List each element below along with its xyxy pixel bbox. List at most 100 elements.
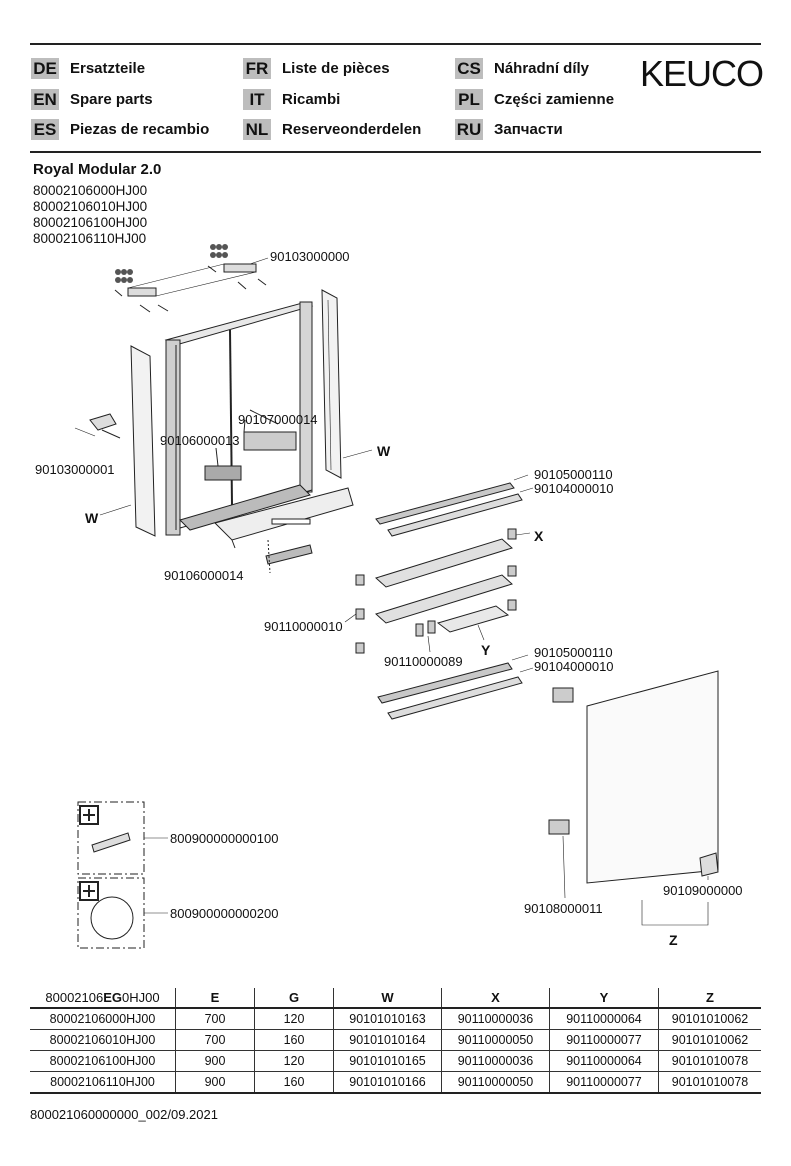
table-cell: 80002106010HJ00 [30, 1029, 176, 1051]
table-cell: 90101010062 [658, 1008, 761, 1030]
lang-label: Spare parts [70, 90, 153, 108]
electronics-module [204, 409, 297, 481]
lang-label: Náhradní díly [494, 59, 590, 77]
part-label: 90103000000 [270, 249, 350, 264]
table-header: G [254, 988, 334, 1009]
table-header: E [175, 988, 255, 1009]
lang-label: Запчасти [494, 120, 563, 138]
table-cell: 90110000036 [441, 1050, 550, 1072]
product-title: Royal Modular 2.0 [33, 161, 162, 178]
table-header: Y [549, 988, 659, 1009]
lang-de: DE Ersatzteile [31, 57, 145, 79]
part-label: 90104000010 [534, 659, 614, 674]
table-cell: 90110000077 [549, 1029, 659, 1051]
exploded-view-drawing [74, 244, 719, 949]
variant-number: 80002106110HJ00 [33, 231, 147, 246]
table-row: 80002106100HJ00 900 120 90101010165 9011… [30, 1050, 761, 1072]
lang-fr: FR Liste de pièces [243, 57, 390, 79]
table-header: X [441, 988, 550, 1009]
lang-cs: CS Náhradní díly [455, 57, 589, 79]
table-cell: 90110000050 [441, 1029, 550, 1051]
header-bottom-rule [30, 151, 761, 153]
light-bar [265, 539, 313, 574]
lang-label: Ricambi [282, 90, 341, 108]
table-cell: 120 [254, 1008, 334, 1030]
cabinet-body [164, 301, 354, 549]
table-header: W [333, 988, 442, 1009]
lang-code: IT [243, 88, 271, 110]
lang-ru: RU Запчасти [455, 118, 563, 140]
lang-code: PL [455, 88, 483, 110]
table-row: 80002106000HJ00 700 120 90101010163 9011… [30, 1008, 761, 1030]
table-row: 80002106110HJ00 900 160 90101010166 9011… [30, 1071, 761, 1094]
part-label: W [85, 510, 99, 526]
top-rule [30, 43, 761, 45]
side-panel-right [321, 289, 373, 479]
lang-code: FR [243, 57, 271, 79]
table-cell: 900 [175, 1050, 255, 1072]
lang-label: Części zamienne [494, 90, 615, 108]
table-cell: 90101010078 [658, 1050, 761, 1072]
variant-number: 80002106100HJ00 [33, 215, 148, 230]
part-label: 90105000110 [534, 467, 613, 482]
table-cell: 700 [175, 1008, 255, 1030]
part-label: X [534, 528, 544, 544]
lang-code: DE [31, 57, 59, 79]
table-cell: 160 [254, 1071, 334, 1094]
part-label: Z [669, 932, 678, 948]
lang-es: ES Piezas de recambio [31, 118, 209, 140]
table-cell: 80002106110HJ00 [30, 1071, 176, 1094]
part-label: 90110000089 [384, 654, 463, 669]
table-cell: 90101010062 [658, 1029, 761, 1051]
lang-label: Reserveonderdelen [282, 120, 422, 138]
part-label: 90109000000 [663, 883, 743, 898]
left-bracket [74, 413, 121, 439]
table-cell: 90101010164 [333, 1029, 442, 1051]
led-strips-lower [377, 654, 534, 720]
table-cell: 90101010166 [333, 1071, 442, 1094]
table-cell: 700 [175, 1029, 255, 1051]
accessory-kits [77, 801, 168, 949]
table-cell: 900 [175, 1071, 255, 1094]
brand-logo: KEUCO [640, 53, 764, 94]
part-label: 90103000001 [35, 462, 115, 477]
led-strips-upper [375, 474, 534, 537]
side-panel-left [99, 345, 156, 537]
table-header-row: 80002106EG0HJ00 E G W X Y Z [30, 988, 761, 1009]
top-mounting-rails [114, 244, 269, 313]
table-cell: 90110000064 [549, 1050, 659, 1072]
table-cell: 80002106100HJ00 [30, 1050, 176, 1072]
lang-code: NL [243, 118, 271, 140]
part-label: 800900000000200 [170, 906, 279, 921]
mirror-door [548, 670, 719, 926]
variant-number: 80002106010HJ00 [33, 199, 148, 214]
part-label: 90105000110 [534, 645, 613, 660]
lang-code: ES [31, 118, 59, 140]
lang-code: CS [455, 57, 483, 79]
table-cell: 90101010163 [333, 1008, 442, 1030]
lang-code: RU [455, 118, 483, 140]
part-label: 90104000010 [534, 481, 614, 496]
part-label: 90108000011 [524, 901, 603, 916]
part-label: Y [481, 642, 491, 658]
lang-label: Ersatzteile [70, 59, 146, 77]
table-header-model: 80002106EG0HJ00 [30, 988, 176, 1009]
part-label: 90110000010 [264, 619, 343, 634]
table-cell: 90110000036 [441, 1008, 550, 1030]
lang-label: Liste de pièces [282, 59, 390, 77]
glass-shelves [344, 528, 531, 654]
lang-nl: NL Reserveonderdelen [243, 118, 421, 140]
table-cell: 90110000064 [549, 1008, 659, 1030]
part-label: 800900000000100 [170, 831, 279, 846]
lang-it: IT Ricambi [243, 88, 340, 110]
table-cell: 80002106000HJ00 [30, 1008, 176, 1030]
variant-number: 80002106000HJ00 [33, 183, 148, 198]
table-row: 80002106010HJ00 700 160 90101010164 9011… [30, 1029, 761, 1051]
lang-label: Piezas de recambio [70, 120, 210, 138]
table-cell: 90101010165 [333, 1050, 442, 1072]
table-cell: 90110000077 [549, 1071, 659, 1094]
part-label: W [377, 443, 391, 459]
table-cell: 120 [254, 1050, 334, 1072]
part-label: 90106000014 [164, 568, 244, 583]
